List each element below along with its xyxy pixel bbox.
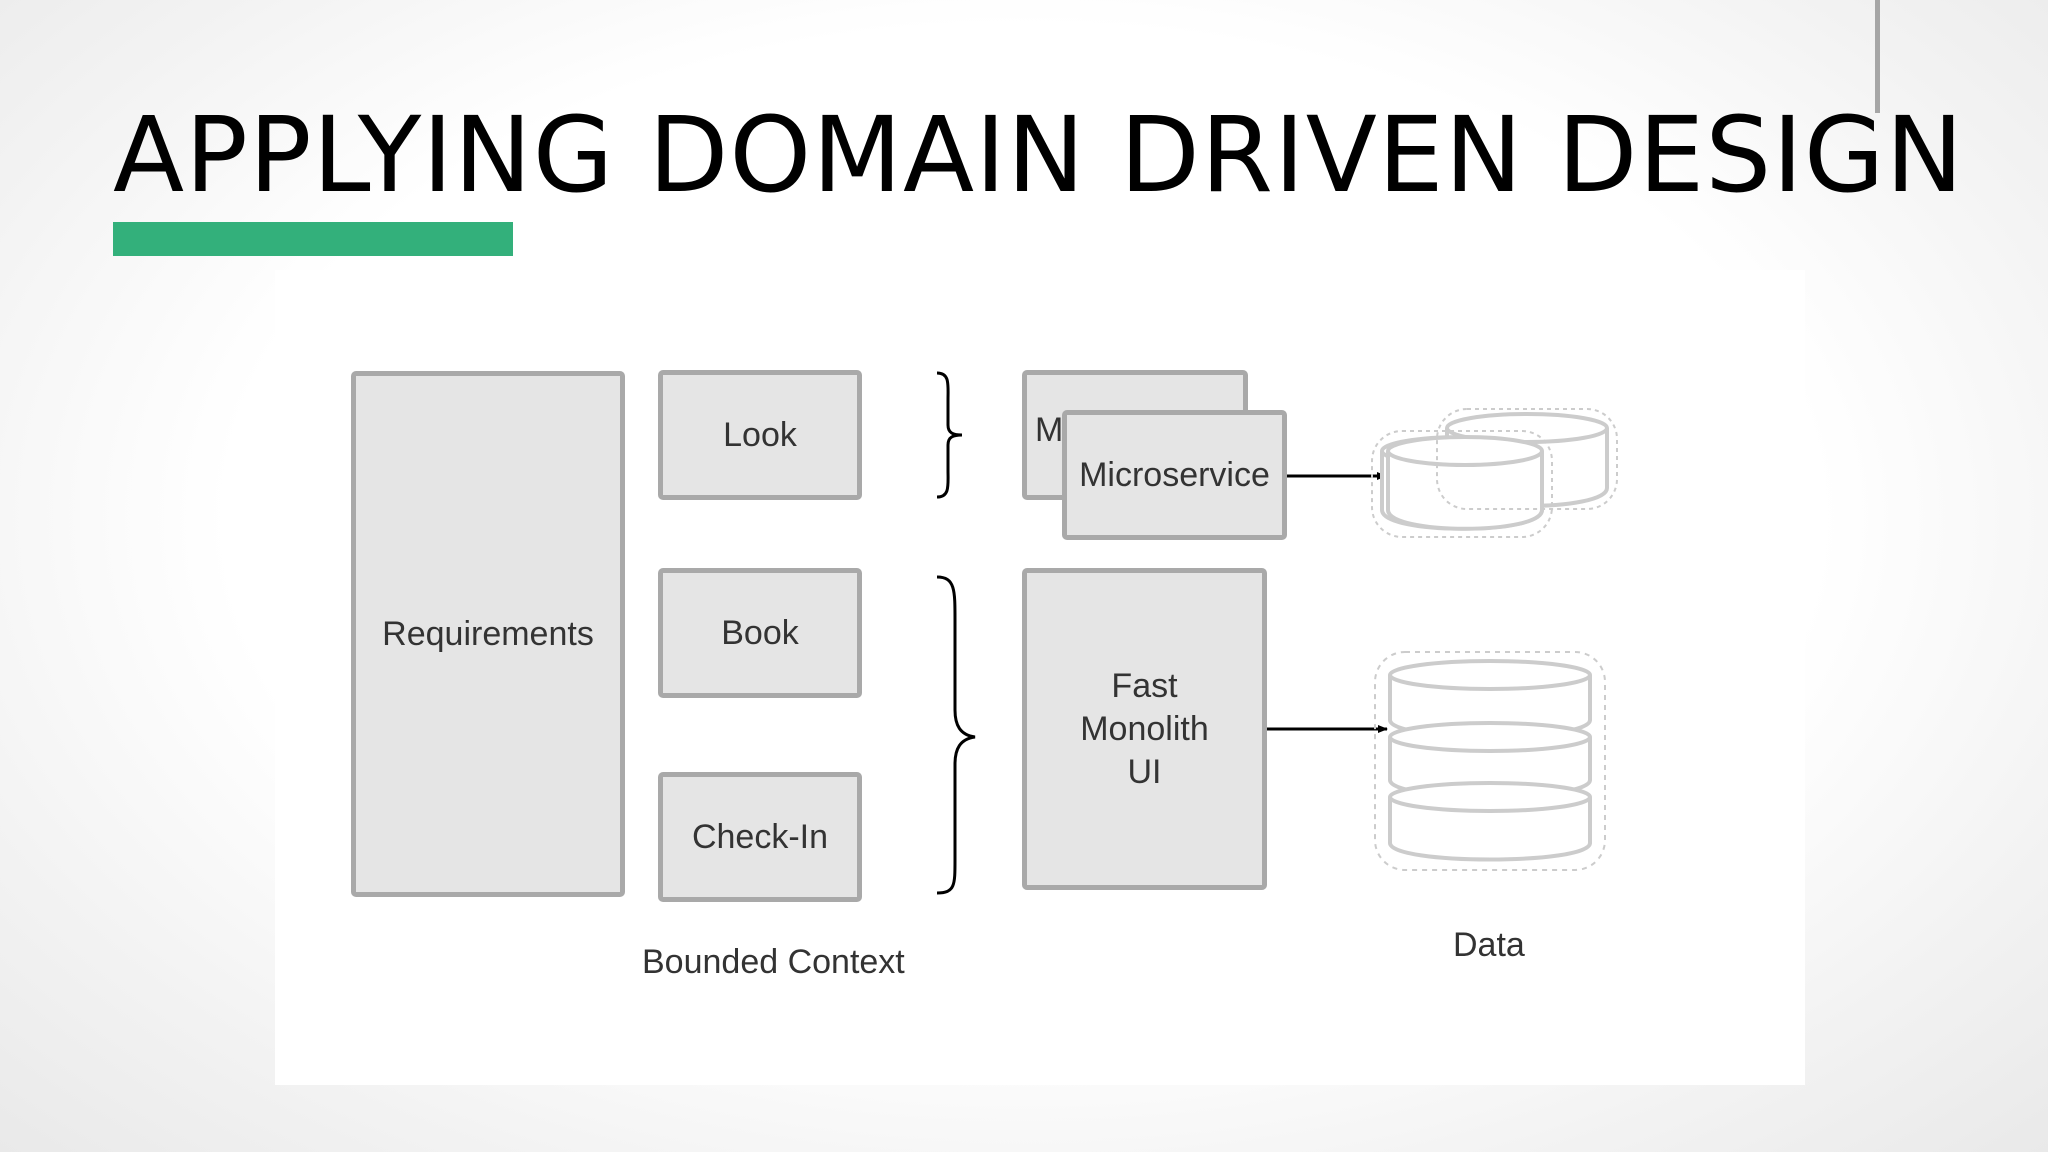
slide-edge-marker xyxy=(1875,0,1880,113)
fast-monolith-ui-label: Fast Monolith UI xyxy=(1080,666,1209,791)
database-icon xyxy=(1374,651,1606,871)
title-accent-bar xyxy=(113,222,513,256)
microservice-front-box: Microservice xyxy=(1062,410,1287,540)
curly-brace-icon xyxy=(936,371,963,499)
bounded-context-check-in: Check-In xyxy=(658,772,862,902)
slide-title: APPLYING DOMAIN DRIVEN DESIGN xyxy=(113,94,1965,216)
curly-brace-icon xyxy=(936,575,976,895)
requirements-box: Requirements xyxy=(351,371,625,897)
microservice-front-label: Microservice xyxy=(1079,455,1270,494)
database-icon xyxy=(1371,408,1618,538)
look-label: Look xyxy=(723,415,797,454)
bounded-context-book: Book xyxy=(658,568,862,698)
check-in-label: Check-In xyxy=(691,817,829,856)
bounded-context-caption: Bounded Context xyxy=(642,943,905,981)
book-label: Book xyxy=(721,613,799,652)
microservice-back-label: M xyxy=(1035,411,1064,449)
requirements-label: Requirements xyxy=(382,614,594,653)
fast-monolith-ui-box: Fast Monolith UI xyxy=(1022,568,1267,890)
bounded-context-look: Look xyxy=(658,370,862,500)
data-caption: Data xyxy=(1453,926,1525,964)
